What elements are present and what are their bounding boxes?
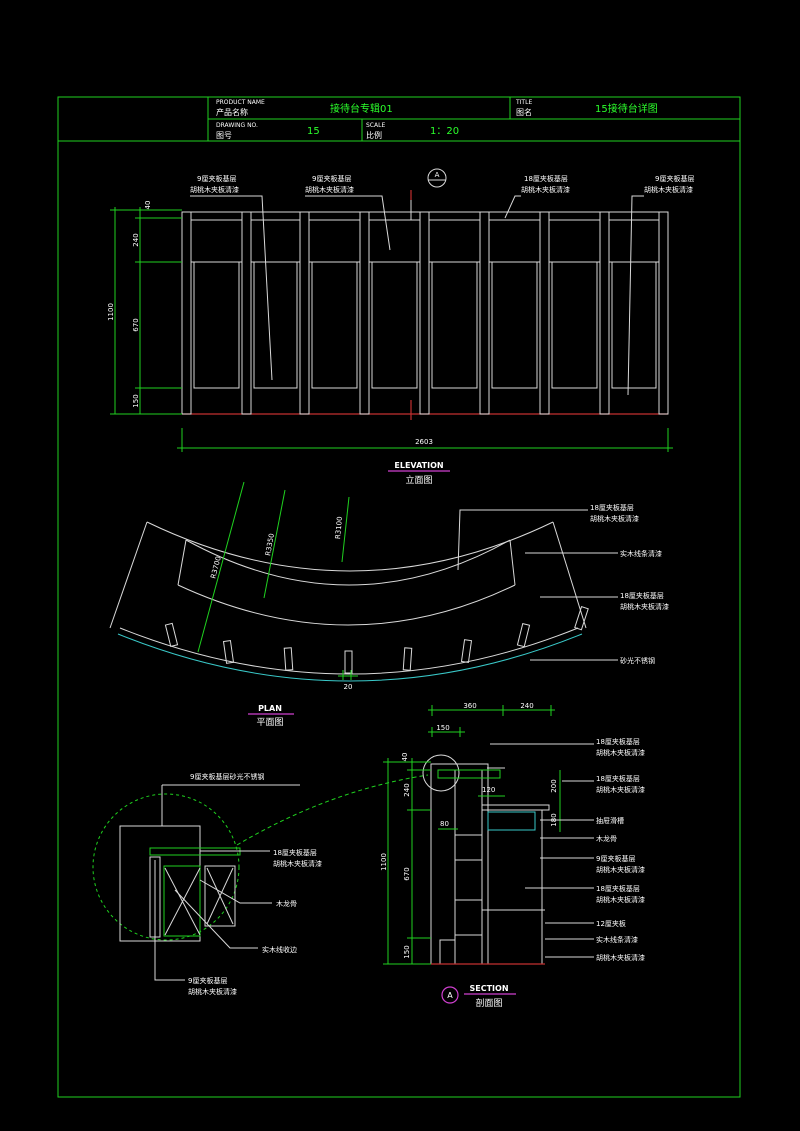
elevation-panels xyxy=(190,219,660,389)
plan-note-4: 砂光不锈钢 xyxy=(620,656,655,665)
title-cn: 图名 xyxy=(516,107,532,117)
elev-dim-width: 2603 xyxy=(415,438,433,446)
section-view: 360 240 150 120 200 180 80 40 240 670 15… xyxy=(380,702,645,1009)
plan-view: R3700 R3350 R3100 18厘夹板基层 胡桃木夹板清漆 实木线条清漆… xyxy=(109,481,669,728)
drawing-no-value: 15 xyxy=(307,126,320,137)
sec-note-8: 实木线条清漆 xyxy=(596,935,638,944)
plan-radius-r3350: R3350 xyxy=(264,533,276,557)
elev-note-4-l2: 胡桃木夹板清漆 xyxy=(644,185,693,194)
scale-cn: 比例 xyxy=(366,130,382,140)
plan-note-1-l2: 胡桃木夹板清漆 xyxy=(590,514,639,523)
product-name-en: PRODUCT NAME xyxy=(216,99,265,106)
sec-note-1-l2: 胡桃木夹板清漆 xyxy=(596,748,645,757)
plan-note-3-l1: 18厘夹板基层 xyxy=(620,591,664,600)
detail-note-2-l2: 胡桃木夹板清漆 xyxy=(273,859,322,868)
elev-note-4-l1: 9厘夹板基层 xyxy=(655,174,694,183)
section-vdim-1100: 1100 xyxy=(380,853,388,871)
elev-dim-40: 40 xyxy=(144,201,152,210)
detail-note-3: 木龙骨 xyxy=(276,899,297,908)
sec-note-2-l1: 18厘夹板基层 xyxy=(596,774,640,783)
section-dim-240: 240 xyxy=(520,702,533,710)
scale-en: SCALE xyxy=(366,122,385,129)
plan-note-2: 实木线条清漆 xyxy=(620,549,662,558)
section-dim-200: 200 xyxy=(550,779,558,792)
plan-label-cn: 平面图 xyxy=(256,717,283,728)
sec-note-9: 胡桃木夹板清漆 xyxy=(596,953,645,962)
title-en: TITLE xyxy=(515,99,532,106)
elev-note-2-l1: 9厘夹板基层 xyxy=(312,174,351,183)
plan-posts xyxy=(164,605,589,674)
elev-note-1-l1: 9厘夹板基层 xyxy=(197,174,236,183)
elevation-posts xyxy=(181,211,669,415)
sec-note-2-l2: 胡桃木夹板清漆 xyxy=(596,785,645,794)
section-vdim-240: 240 xyxy=(403,783,411,796)
plan-note-1-l1: 18厘夹板基层 xyxy=(590,503,634,512)
detail-note-5-l2: 胡桃木夹板清漆 xyxy=(188,987,237,996)
elevation-label-cn: 立面图 xyxy=(405,474,432,486)
section-vdim-150: 150 xyxy=(403,945,411,958)
sec-note-4: 木龙骨 xyxy=(596,834,617,843)
section-label-en: SECTION xyxy=(469,984,508,993)
section-label-mark: A xyxy=(447,991,453,1000)
sec-note-6-l2: 胡桃木夹板清漆 xyxy=(596,895,645,904)
elev-note-2-l2: 胡桃木夹板清漆 xyxy=(305,185,354,194)
sec-note-6-l1: 18厘夹板基层 xyxy=(596,884,640,893)
section-dim-80: 80 xyxy=(440,820,449,828)
title-value: 15接待台详图 xyxy=(595,102,658,115)
elev-note-3-l1: 18厘夹板基层 xyxy=(524,174,568,183)
section-label-marker xyxy=(441,986,459,1004)
drawing-frame xyxy=(57,96,741,1098)
section-vdim-670: 670 xyxy=(403,867,411,880)
detail-view: 9厘夹板基层砂光不锈钢 18厘夹板基层 胡桃木夹板清漆 木龙骨 实木线收边 9厘… xyxy=(92,772,429,996)
drawing-no-cn: 图号 xyxy=(216,131,232,140)
section-notes: 18厘夹板基层 胡桃木夹板清漆 18厘夹板基层 胡桃木夹板清漆 抽屉滑槽 木龙骨… xyxy=(490,737,645,962)
elevation-view: A 9厘夹板基层 胡桃木夹板清漆 9厘夹板基层 胡桃木夹板清漆 18厘夹板基层 … xyxy=(107,168,694,486)
sec-note-7: 12厘夹板 xyxy=(596,919,626,928)
plan-dim-20: 20 xyxy=(344,683,353,691)
section-dim-120: 120 xyxy=(482,786,495,794)
product-name-value: 接待台专辑01 xyxy=(330,102,393,115)
sec-note-1-l1: 18厘夹板基层 xyxy=(596,737,640,746)
title-block: PRODUCT NAME 产品名称 接待台专辑01 TITLE 图名 15接待台… xyxy=(216,99,658,140)
detail-note-5-l1: 9厘夹板基层 xyxy=(188,976,227,985)
elev-note-3-l2: 胡桃木夹板清漆 xyxy=(521,185,570,194)
sec-note-5-l2: 胡桃木夹板清漆 xyxy=(596,865,645,874)
sec-note-5-l1: 9厘夹板基层 xyxy=(596,854,635,863)
detail-note-1: 9厘夹板基层砂光不锈钢 xyxy=(190,772,264,781)
elev-dim-240: 240 xyxy=(132,233,140,246)
section-vdim-40: 40 xyxy=(401,753,409,762)
elevation-label-en: ELEVATION xyxy=(394,461,443,470)
section-dim-360: 360 xyxy=(463,702,476,710)
plan-radius-r3100: R3100 xyxy=(334,516,344,539)
elev-note-1-l2: 胡桃木夹板清漆 xyxy=(190,185,239,194)
scale-value: 1：20 xyxy=(430,126,459,137)
detail-note-2-l1: 18厘夹板基层 xyxy=(273,848,317,857)
section-dim-150: 150 xyxy=(436,724,449,732)
section-marker-label: A xyxy=(435,171,440,179)
product-name-cn: 产品名称 xyxy=(216,107,248,117)
section-marker xyxy=(427,168,447,188)
detail-note-4: 实木线收边 xyxy=(262,945,297,954)
elev-dim-670: 670 xyxy=(132,318,140,331)
sec-note-3: 抽屉滑槽 xyxy=(596,816,624,825)
plan-label-en: PLAN xyxy=(258,704,282,713)
drawing-no-en: DRAWING NO. xyxy=(216,122,258,129)
section-label-cn: 剖面图 xyxy=(475,997,502,1009)
elev-dim-1100: 1100 xyxy=(107,303,115,321)
plan-note-3-l2: 胡桃木夹板清漆 xyxy=(620,602,669,611)
elev-dim-150: 150 xyxy=(132,394,140,407)
